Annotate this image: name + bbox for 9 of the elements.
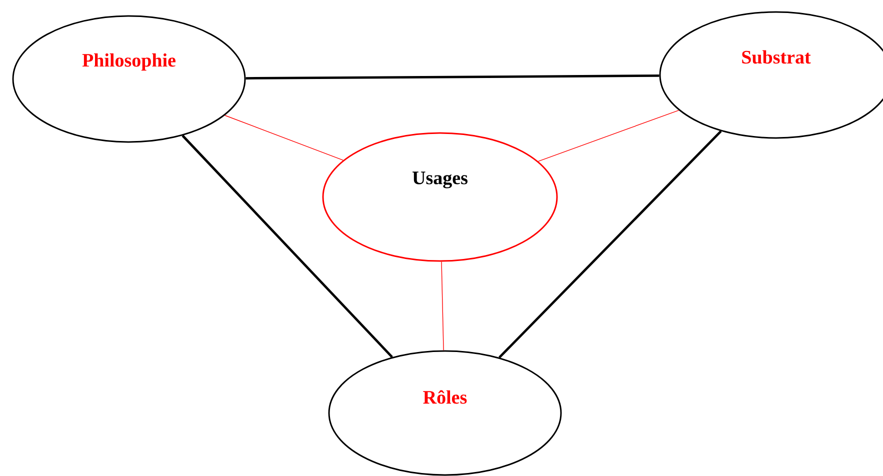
ellipse-node: Usages — [322, 132, 558, 262]
connector-line — [538, 110, 680, 162]
connector-line — [224, 115, 344, 161]
ellipse-node: Rôles — [328, 350, 562, 476]
connector-line — [441, 261, 444, 351]
connector-line — [182, 134, 393, 358]
ellipse-node: Philosophie — [12, 15, 246, 143]
connector-line — [498, 130, 722, 358]
connector-line — [246, 74, 660, 80]
